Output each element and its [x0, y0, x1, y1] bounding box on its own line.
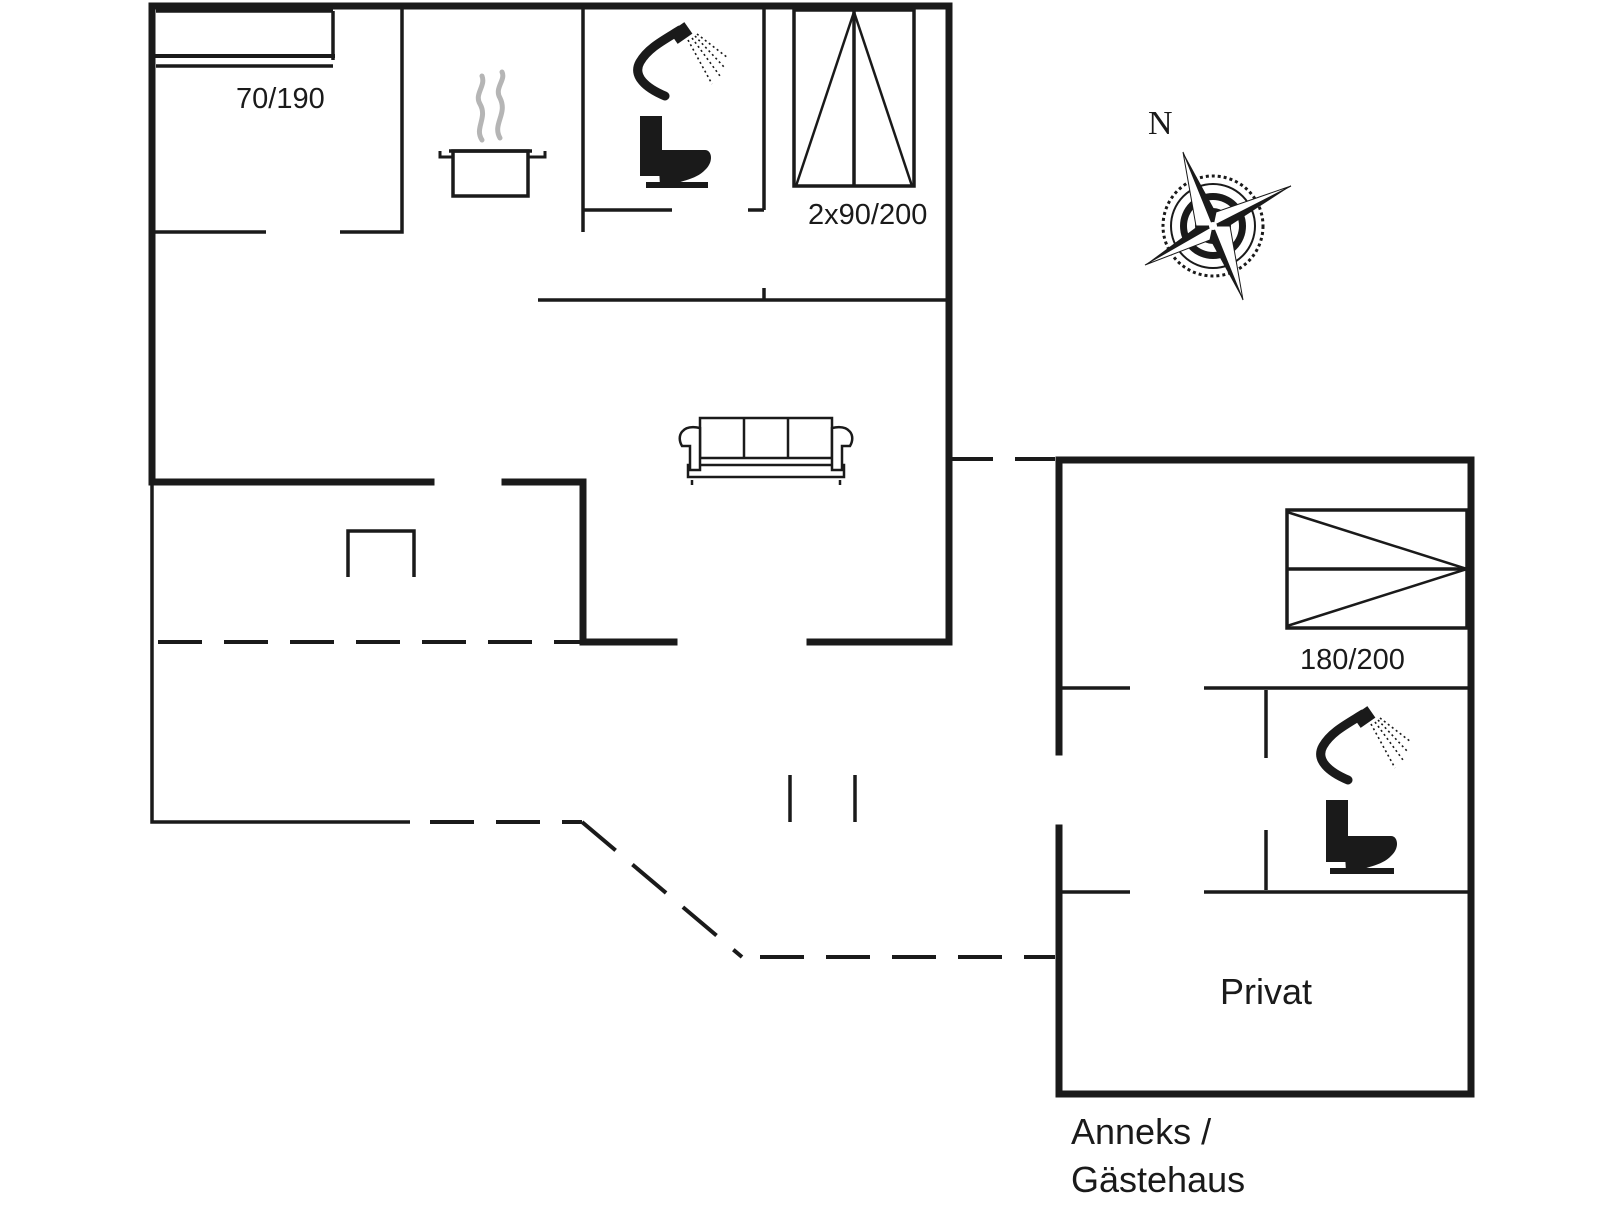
annex-walls	[1055, 456, 1475, 1098]
toilet-icon	[640, 116, 712, 188]
sofa-icon	[678, 416, 854, 485]
toilet-icon-annex	[1326, 800, 1398, 874]
annex-label-line1: Anneks /	[1071, 1111, 1211, 1152]
compass-rose-icon	[1144, 151, 1292, 301]
bed-twin-label: 2x90/200	[808, 199, 927, 231]
table	[346, 529, 416, 577]
shower-icon-annex	[1316, 706, 1412, 785]
bed-twin	[792, 8, 916, 188]
annex-label-line2: Gästehaus	[1071, 1159, 1245, 1200]
bed-small	[154, 9, 335, 68]
privat-label: Privat	[1220, 971, 1312, 1012]
north-label: N	[1148, 105, 1173, 142]
terrace-outline	[150, 457, 1055, 959]
cooking-pot-icon	[438, 69, 547, 198]
main-house-walls	[148, 2, 953, 646]
shower-icon	[633, 22, 729, 101]
bed-double	[1285, 508, 1472, 630]
bed-small-label: 70/190	[236, 83, 325, 115]
bed-double-label: 180/200	[1300, 644, 1405, 676]
interior-walls	[152, 8, 947, 302]
